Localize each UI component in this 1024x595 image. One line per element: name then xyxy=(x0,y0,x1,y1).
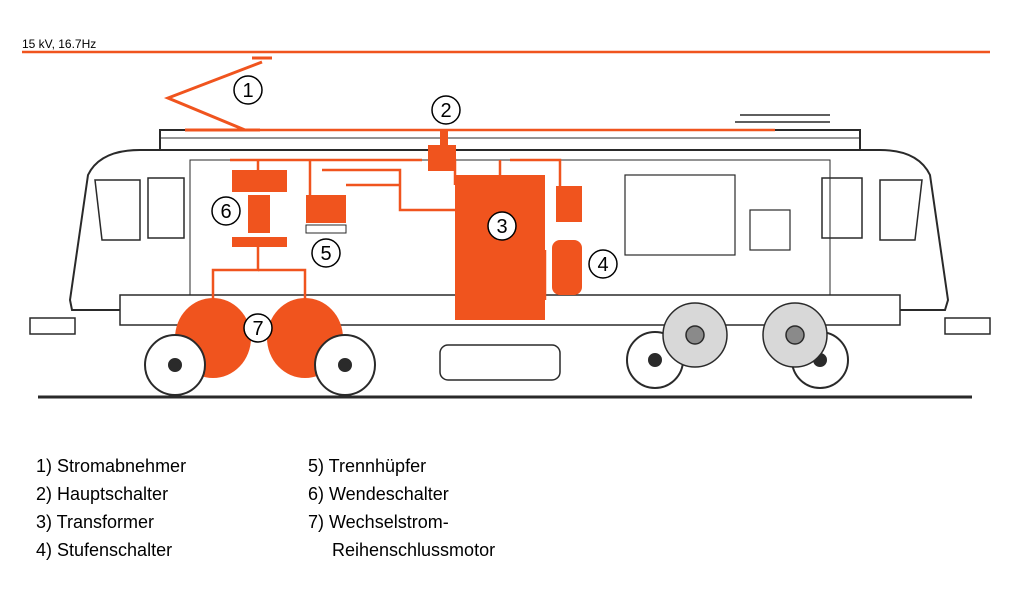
legend-item: 5) Trennhüpfer xyxy=(308,456,427,476)
marker-5: 5 xyxy=(311,238,341,268)
marker-2: 2 xyxy=(431,95,461,125)
legend-item: 7) Wechselstrom- xyxy=(308,512,449,532)
marker-6: 6 xyxy=(211,196,241,226)
legend-item: 6) Wendeschalter xyxy=(308,484,449,504)
contactors xyxy=(305,195,347,234)
transformer-top xyxy=(455,175,545,187)
marker-2-label: 2 xyxy=(440,100,451,122)
locomotive-diagram: 1 2 3 4 5 6 7 xyxy=(22,50,991,399)
right-motor-covers xyxy=(662,302,828,368)
marker-3: 3 xyxy=(487,211,517,241)
tap-changer xyxy=(552,186,582,295)
legend-item: 4) Stufenschalter xyxy=(36,540,173,560)
reverser xyxy=(232,170,287,247)
marker-4-label: 4 xyxy=(597,254,608,276)
marker-4: 4 xyxy=(588,249,618,279)
main-switch xyxy=(428,130,456,171)
marker-5-label: 5 xyxy=(320,243,331,265)
legend-item: 2) Hauptschalter xyxy=(36,484,169,504)
legend-right: 5) Trennhüpfer 6) Wendeschalter 7) Wechs… xyxy=(308,452,495,564)
voltage-label: 15 kV, 16.7Hz xyxy=(22,37,97,51)
legend-item: 1) Stromabnehmer xyxy=(36,456,187,476)
legend-item: 3) Transformer xyxy=(36,512,155,532)
marker-1-label: 1 xyxy=(242,80,253,102)
pantograph-right xyxy=(735,114,830,123)
marker-3-label: 3 xyxy=(496,216,507,238)
transformer xyxy=(455,185,545,320)
legend-left: 1) Stromabnehmer 2) Hauptschalter 3) Tra… xyxy=(36,452,186,564)
marker-7-label: 7 xyxy=(252,318,263,340)
marker-7: 7 xyxy=(243,313,273,343)
marker-1: 1 xyxy=(233,75,263,105)
marker-6-label: 6 xyxy=(220,201,231,223)
legend-item-continuation: Reihenschlussmotor xyxy=(332,540,496,560)
